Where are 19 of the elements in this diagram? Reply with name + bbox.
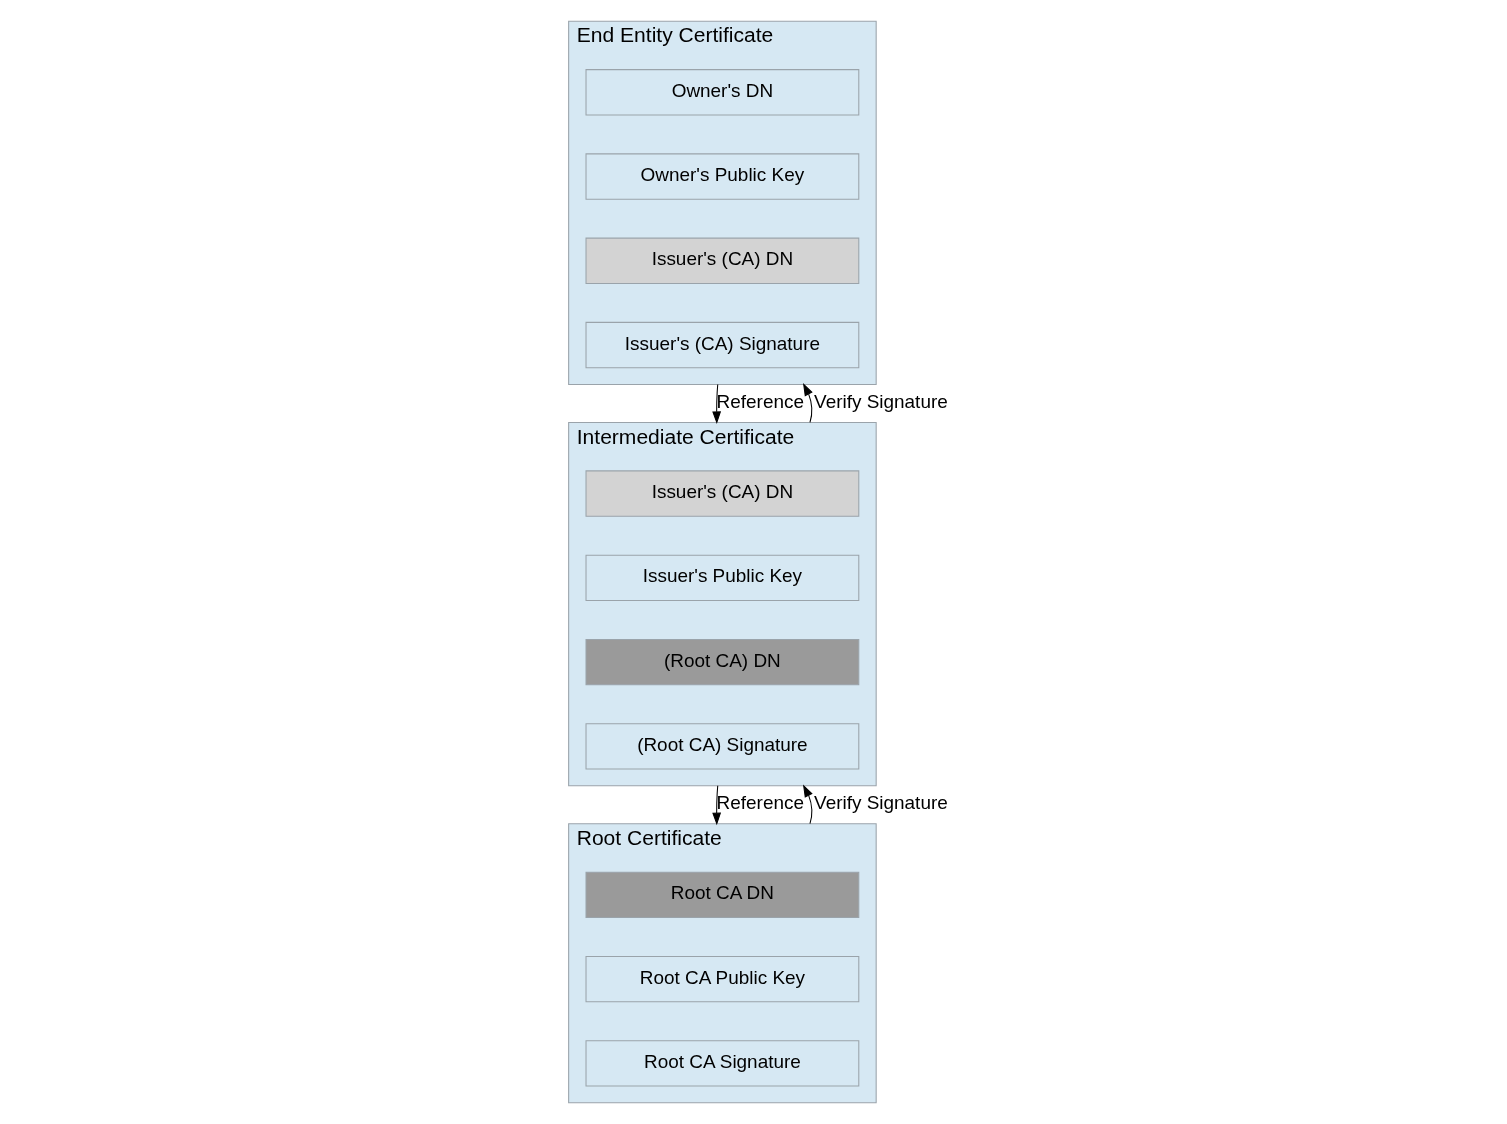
arrow: [802, 383, 813, 423]
arrow: [802, 784, 813, 825]
node-box: Root CA Public Key: [585, 955, 859, 1003]
node-box: Issuer's (CA) Signature: [585, 321, 859, 369]
node-box: Owner's DN: [585, 69, 859, 116]
node-box: Root CA Signature: [585, 1040, 859, 1087]
edge-label: Verify Signature: [813, 792, 948, 814]
node-box: Root CA DN: [585, 871, 859, 918]
node-box: (Root CA) DN: [585, 638, 859, 686]
node-box: Issuer's Public Key: [585, 554, 859, 601]
node-box: Owner's Public Key: [585, 153, 859, 200]
node-box: (Root CA) Signature: [585, 723, 859, 770]
arrow: [711, 384, 721, 425]
arrow: [711, 785, 721, 826]
edge-label: Reference: [716, 391, 804, 413]
node-box: Issuer's (CA) DN: [585, 470, 859, 517]
edge-label: Reference: [716, 792, 804, 814]
edge-label: Verify Signature: [813, 391, 948, 413]
node-box: Issuer's (CA) DN: [585, 237, 859, 284]
